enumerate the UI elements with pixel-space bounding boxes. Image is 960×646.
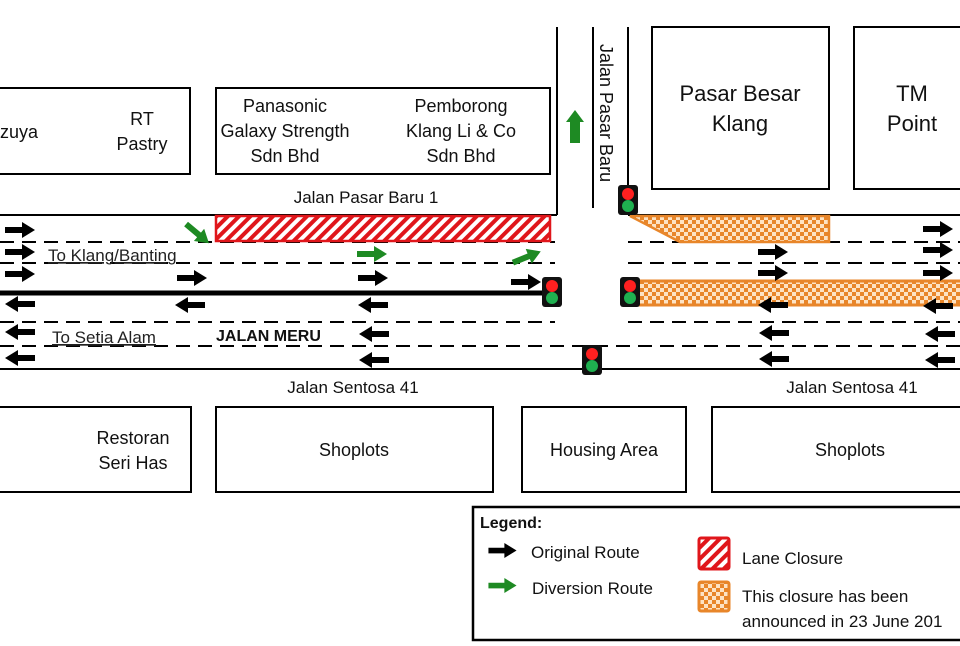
traffic-light-top (618, 185, 638, 215)
traffic-light-left (542, 277, 562, 307)
arrow-right (5, 244, 35, 260)
arrow-left (759, 325, 789, 341)
building-label: RT (130, 109, 154, 129)
diversion-arrow-up-right (509, 243, 544, 271)
building-label: izuya (0, 122, 39, 142)
arrow-right (5, 222, 35, 238)
arrow-left (5, 296, 35, 312)
direction-label-to-setia: To Setia Alam (52, 328, 156, 347)
legend-label-announced-2: announced in 23 June 201 (742, 612, 942, 631)
building-label: Panasonic (243, 96, 327, 116)
lane-closure-orange-top (629, 214, 831, 244)
arrow-left (925, 326, 955, 342)
building-mizuya-rt: izuya RT Pastry (0, 87, 191, 175)
diversion-arrow-right (357, 246, 387, 262)
direction-label-to-klang: To Klang/Banting (48, 246, 177, 265)
building-label: Klang (712, 111, 768, 136)
building-restoran: Restoran Seri Has (0, 406, 192, 493)
diversion-arrow-down-right (180, 217, 215, 250)
road-label-jalan-meru: JALAN MERU (216, 328, 321, 345)
road-label-jalan-sentosa-left: Jalan Sentosa 41 (287, 378, 418, 397)
legend-title: Legend: (480, 515, 542, 532)
lane-closure-orange-median (634, 279, 960, 307)
building-label: Point (887, 111, 937, 136)
building-shoplots-right: Shoplots (711, 406, 960, 493)
road-label-jalan-pasar-baru-1: Jalan Pasar Baru 1 (294, 188, 439, 207)
building-label: Restoran (96, 428, 169, 448)
red-hatch-icon (697, 536, 731, 571)
building-label: Sdn Bhd (426, 146, 495, 166)
building-label: Klang Li & Co (406, 121, 516, 141)
arrow-right (511, 274, 541, 290)
arrow-left (759, 351, 789, 367)
arrow-right (758, 265, 788, 281)
orange-check-icon (697, 580, 731, 613)
building-label: Shoplots (319, 440, 389, 460)
lane-closure-red (214, 214, 552, 243)
road-label-jalan-pasar-baru: Jalan Pasar Baru (596, 44, 616, 182)
building-tm-point: TM Point (853, 26, 960, 190)
arrow-left (359, 352, 389, 368)
arrow-left (925, 352, 955, 368)
building-pasar-besar: Pasar Besar Klang (651, 26, 830, 190)
building-label: Pemborong (414, 96, 507, 116)
building-label: Housing Area (550, 440, 659, 460)
building-label: Shoplots (815, 440, 885, 460)
legend-label-original: Original Route (531, 543, 640, 562)
traffic-light-right (620, 277, 640, 307)
diversion-arrow-up (566, 110, 584, 143)
legend: Legend: Original Route Diversion Route L… (471, 505, 960, 642)
building-shoplots-left: Shoplots (215, 406, 494, 493)
arrow-left (5, 324, 35, 340)
arrow-left (358, 297, 388, 313)
building-label: TM (896, 81, 928, 106)
arrow-left (359, 326, 389, 342)
legend-label-diversion: Diversion Route (532, 579, 653, 598)
arrow-right (358, 270, 388, 286)
arrow-right (5, 266, 35, 282)
legend-label-announced-1: This closure has been (742, 587, 908, 606)
side-road-jalan-pasar-baru: Jalan Pasar Baru (556, 27, 629, 215)
building-label: Pasar Besar (679, 81, 800, 106)
building-housing-area: Housing Area (521, 406, 687, 493)
arrow-right (923, 242, 953, 258)
arrow-left (5, 350, 35, 366)
building-label: Sdn Bhd (250, 146, 319, 166)
building-panasonic-pemborong: Panasonic Galaxy Strength Sdn Bhd Pembor… (215, 87, 551, 175)
building-label: Galaxy Strength (220, 121, 349, 141)
arrow-right (758, 244, 788, 260)
arrow-right (177, 270, 207, 286)
building-label: Pastry (116, 134, 167, 154)
road-label-jalan-sentosa-right: Jalan Sentosa 41 (786, 378, 917, 397)
arrow-right (923, 265, 953, 281)
traffic-light-bottom (582, 345, 602, 375)
arrow-right (923, 221, 953, 237)
legend-label-lane-closure: Lane Closure (742, 549, 843, 568)
building-label: Seri Has (98, 453, 167, 473)
arrow-left (175, 297, 205, 313)
